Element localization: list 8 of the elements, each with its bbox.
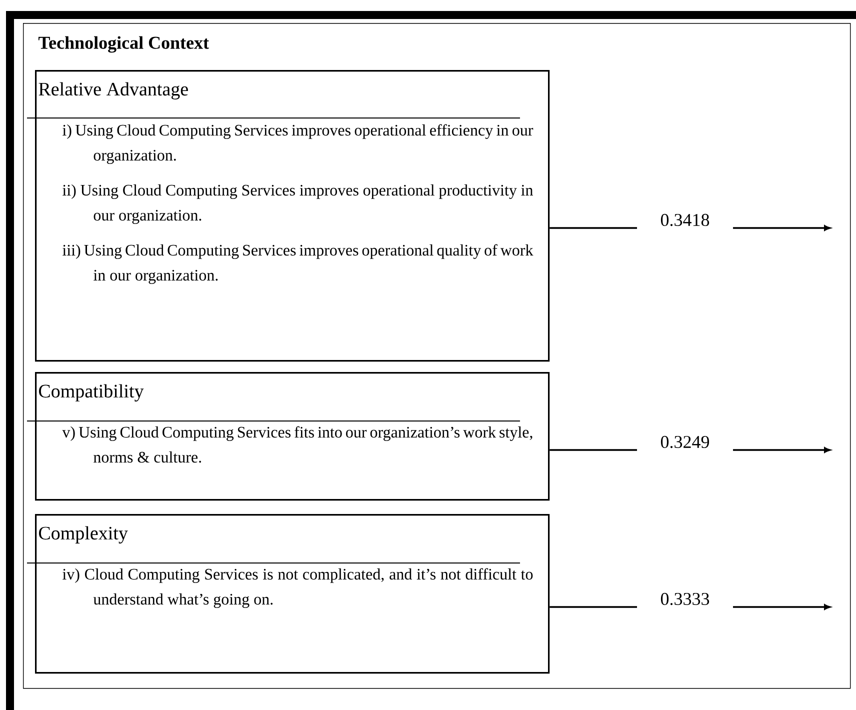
edge-label: 0.3249 <box>637 425 733 459</box>
item-text: i) Using Cloud Computing Services improves operational efficiency in our organization. <box>62 124 534 164</box>
item-text: ii) Using Cloud Computing Services improves operational productivity in our organization. <box>62 184 533 224</box>
item-text: v) Using Cloud Computing Services fits into our organization’s work style, norms & culture. <box>62 426 532 463</box>
edge-label: 0.3418 <box>637 203 733 237</box>
item-text: iii) Using Cloud Computing Services improves operational quality of work in our organization. <box>62 244 534 284</box>
edge-label: 0.3333 <box>637 582 733 616</box>
item-text: iv) Cloud Computing Services is not complicated, and it’s not difficult to understand what’s going on. <box>62 568 533 608</box>
